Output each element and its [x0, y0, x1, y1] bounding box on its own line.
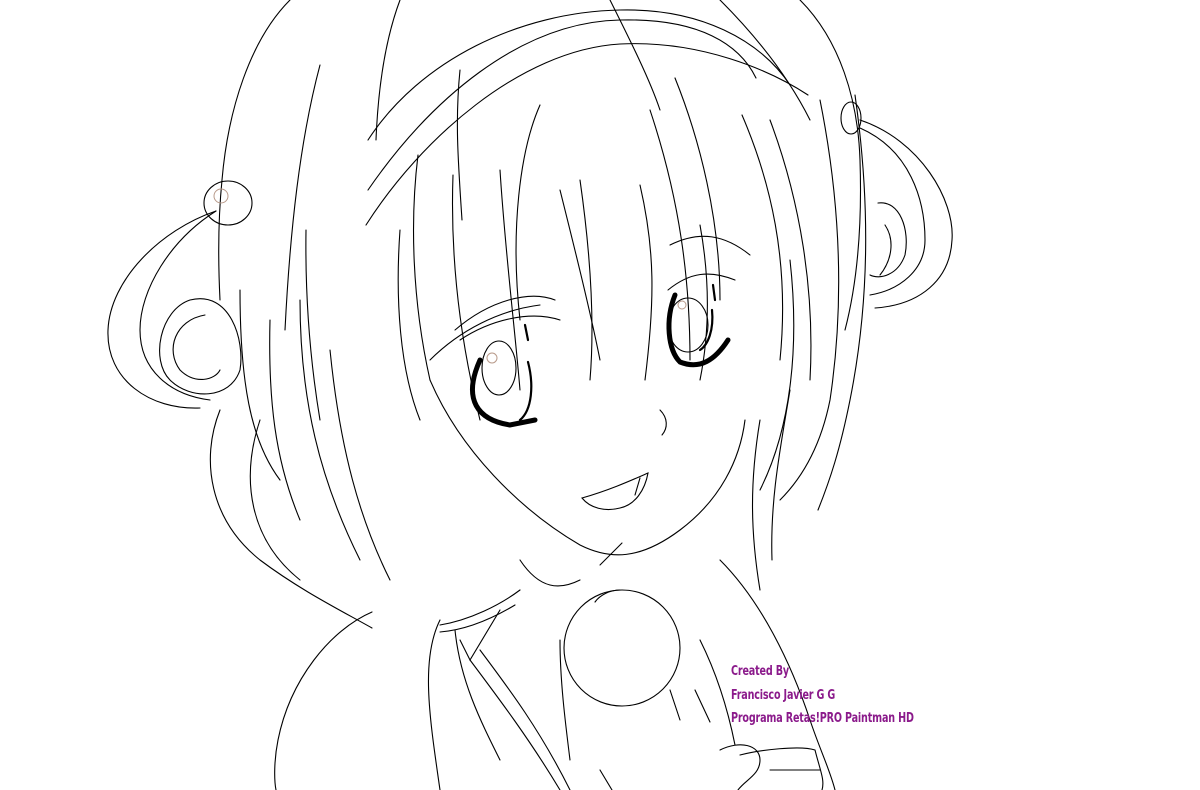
line-stroke: [639, 184, 653, 381]
line-stroke: [859, 127, 926, 296]
line-stroke: [699, 224, 709, 381]
shoulder-left: [274, 611, 373, 790]
credits-line-program: Programa Retas!PRO Paintman HD: [731, 711, 914, 726]
line-stroke: [759, 259, 795, 491]
line-stroke: [469, 659, 561, 790]
line-stroke: [439, 604, 516, 633]
line-stroke: [634, 477, 641, 496]
line-stroke: [677, 300, 687, 310]
line-stroke: [669, 689, 681, 721]
line-stroke: [674, 77, 721, 301]
line-stroke: [427, 619, 441, 790]
hair-bun-right: [869, 202, 907, 278]
line-stroke: [609, 0, 661, 111]
headband-bottom: [365, 43, 809, 226]
line-stroke: [456, 69, 463, 221]
line-stroke: [454, 295, 556, 331]
line-stroke: [698, 308, 714, 352]
line-stroke: [299, 299, 361, 561]
line-stroke: [139, 210, 217, 401]
line-stroke: [515, 104, 541, 321]
hair-outline-top: [375, 0, 401, 141]
headband-mid: [367, 19, 757, 191]
hair-outline-left: [218, 0, 291, 301]
eye-left-lash: [469, 357, 538, 428]
line-stroke: [451, 174, 481, 421]
eye-right-iris: [667, 297, 709, 353]
line-stroke: [518, 360, 533, 422]
line-stroke: [479, 649, 571, 790]
line-stroke: [739, 747, 824, 790]
line-stroke: [649, 109, 691, 361]
line-stroke: [879, 224, 892, 276]
line-stroke: [107, 210, 217, 409]
line-stroke: [439, 589, 521, 626]
hair-ornament-right: [840, 101, 862, 135]
line-stroke: [579, 179, 593, 381]
line-stroke: [284, 64, 321, 331]
line-stroke: [172, 314, 221, 380]
line-stroke: [594, 589, 621, 603]
line-stroke: [519, 559, 581, 587]
line-stroke: [719, 559, 836, 790]
line-stroke: [412, 154, 431, 381]
line-stroke: [269, 319, 301, 521]
line-stroke: [751, 419, 761, 591]
headband-top: [367, 9, 791, 141]
credits-block: Created By Francisco Javier G G Programa…: [731, 660, 954, 731]
line-stroke: [667, 273, 736, 291]
line-stroke: [599, 542, 623, 566]
line-stroke: [454, 629, 501, 761]
hair-ornament-left: [203, 180, 253, 226]
hand: [719, 744, 761, 790]
neck-bell: [563, 589, 681, 707]
line-stroke: [459, 315, 561, 341]
line-stroke: [329, 349, 391, 581]
line-stroke: [559, 189, 601, 361]
line-stroke: [213, 188, 229, 204]
line-stroke: [559, 639, 571, 761]
line-stroke: [459, 609, 501, 662]
line-stroke: [817, 94, 867, 511]
credits-line-author: Francisco Javier G G: [731, 687, 836, 703]
eye-left-iris: [481, 340, 517, 396]
hair-outline-right: [799, 0, 862, 331]
line-stroke: [397, 229, 421, 421]
line-stroke: [209, 409, 373, 629]
mouth: [581, 472, 649, 511]
line-stroke: [769, 119, 812, 381]
line-stroke: [239, 289, 281, 481]
line-stroke: [669, 235, 751, 256]
line-stroke: [249, 419, 301, 581]
line-stroke: [599, 769, 613, 790]
credits-line-created-by: Created By: [731, 664, 789, 679]
line-stroke: [719, 0, 811, 121]
line-stroke: [859, 119, 953, 309]
line-stroke: [429, 304, 541, 361]
nose: [659, 409, 667, 436]
eye-right-lash: [666, 292, 731, 368]
line-stroke: [699, 639, 736, 746]
line-stroke: [486, 352, 498, 364]
line-stroke: [523, 323, 530, 342]
line-stroke: [779, 99, 840, 501]
line-stroke: [694, 689, 711, 723]
face-jaw: [429, 379, 746, 556]
line-stroke: [711, 283, 717, 302]
line-stroke: [499, 169, 521, 391]
line-stroke: [741, 114, 784, 361]
hair-bun-left: [159, 298, 242, 395]
line-stroke: [771, 389, 791, 561]
line-stroke: [305, 229, 321, 421]
